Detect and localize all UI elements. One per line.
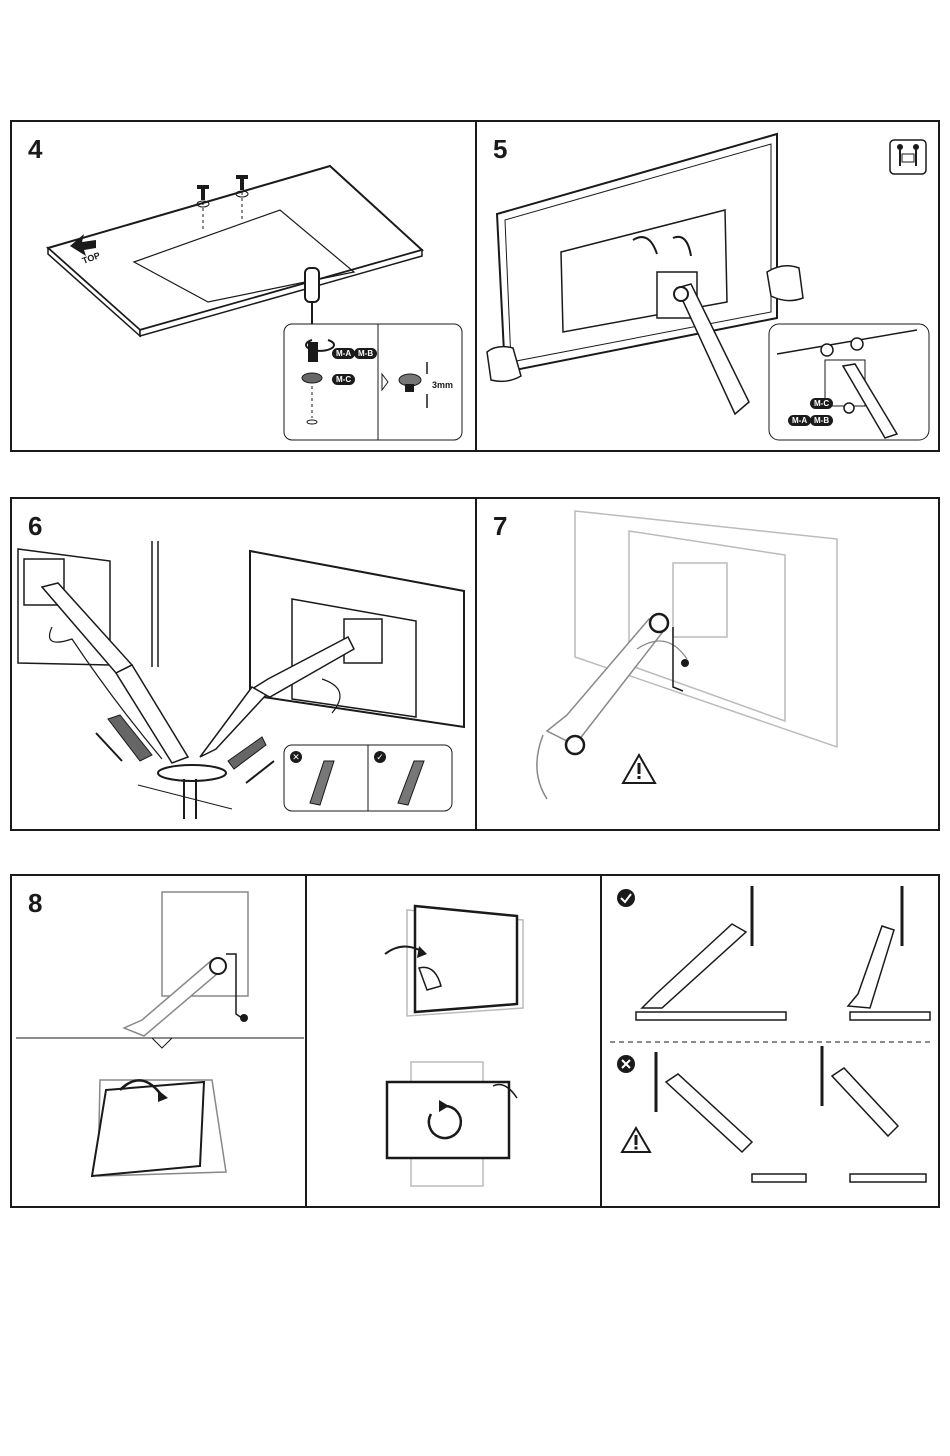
part-badge-m-c: M-C	[332, 374, 355, 385]
step-4-illustration	[12, 122, 477, 452]
step-5-illustration	[477, 122, 940, 452]
part-badge-m-b: M-B	[810, 415, 833, 426]
step-6-panel: 6 ✕ ✓	[10, 497, 477, 831]
step-7-illustration	[477, 499, 940, 831]
step-8-illustration	[12, 876, 307, 1208]
part-badge-m-c: M-C	[810, 398, 833, 409]
check-circle-icon	[617, 889, 635, 907]
step-8-rotation-panel	[305, 874, 602, 1208]
rotation-illustration	[307, 876, 602, 1208]
step-8-panel: 8	[10, 874, 307, 1208]
warning-triangle-icon	[622, 1128, 650, 1152]
step-5-panel: 5 M-C M-A M-B	[475, 120, 940, 452]
adjustment-illustration	[602, 876, 940, 1208]
step-6-illustration	[12, 499, 477, 831]
x-circle-icon: ✕	[290, 751, 302, 763]
screwdriver-icon	[305, 268, 319, 332]
two-person-lift-icon	[890, 140, 926, 174]
step-7-panel: 7	[475, 497, 940, 831]
measure-label: 3mm	[432, 380, 453, 390]
check-circle-icon: ✓	[374, 751, 386, 763]
part-badge-m-a: M-A	[788, 415, 811, 426]
step-4-panel: 4	[10, 120, 477, 452]
step-8-adjust-panel	[600, 874, 940, 1208]
x-circle-icon	[617, 1055, 635, 1073]
part-badge-m-a: M-A	[332, 348, 355, 359]
part-badge-m-b: M-B	[354, 348, 377, 359]
warning-triangle-icon	[623, 755, 655, 783]
